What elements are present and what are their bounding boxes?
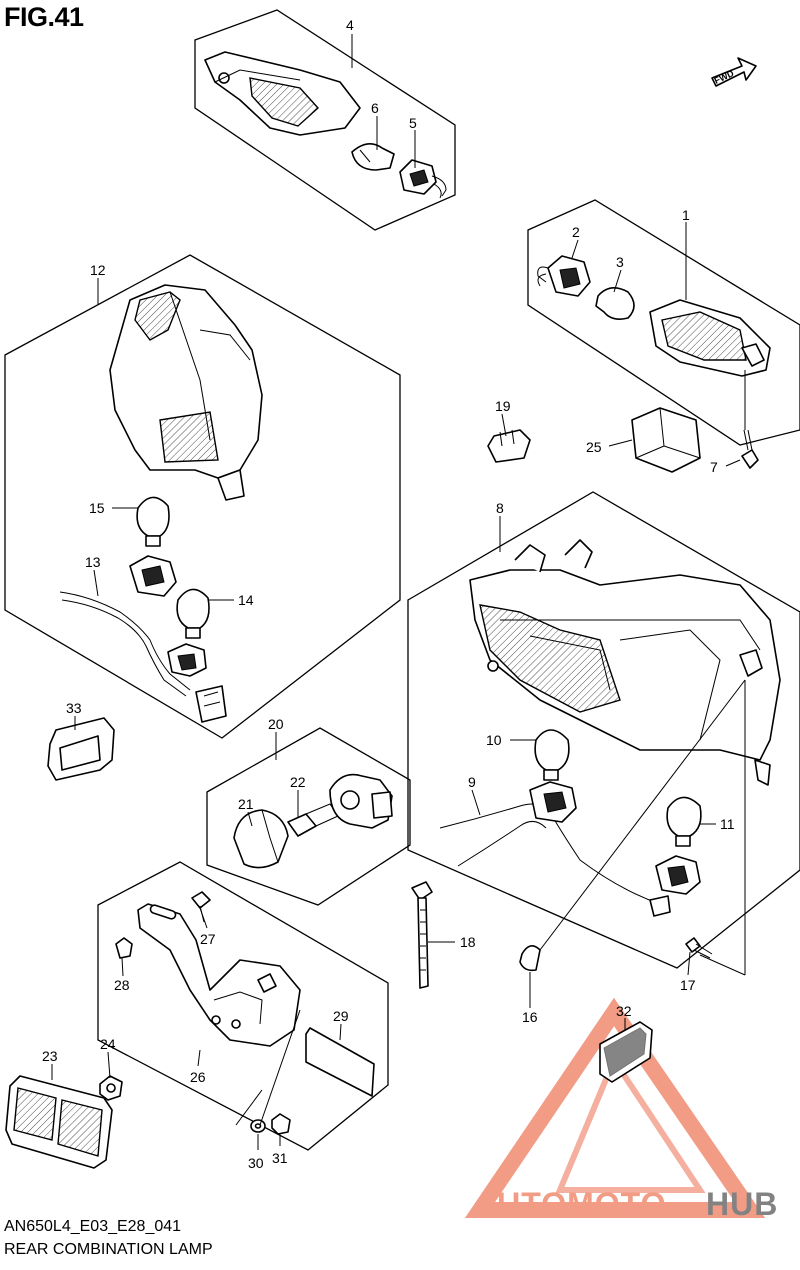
callout-5: 5: [409, 115, 417, 131]
part-21-lens-cap: [233, 809, 289, 869]
callout-8: 8: [496, 500, 504, 516]
callout-6: 6: [371, 100, 379, 116]
group-box-8: [407, 491, 800, 969]
callout-26: 26: [190, 1069, 206, 1085]
part-13-wire-harness: [59, 555, 227, 723]
part-23-reflector: [5, 1075, 113, 1169]
part-5-socket: [399, 159, 447, 199]
callout-21: 21: [238, 796, 254, 812]
part-26-bracket: [137, 903, 301, 1047]
callout-22: 22: [290, 774, 306, 790]
group-box-1: [527, 199, 800, 446]
callout-14: 14: [238, 592, 254, 608]
callout-15: 15: [89, 500, 105, 516]
callout-24: 24: [100, 1036, 116, 1052]
part-30-washer: [250, 1119, 266, 1133]
group-box-4: [194, 9, 456, 231]
part-31-nut: [271, 1113, 291, 1135]
part-12-housing: [109, 284, 263, 501]
part-10-bulb: [534, 729, 570, 781]
part-25-relay: [631, 407, 701, 473]
figure-name: REAR COMBINATION LAMP: [4, 1241, 213, 1258]
callout-1: 1: [682, 207, 690, 223]
watermark-logo: AUTOMOTO HUB: [464, 997, 778, 1222]
callout-4: 4: [346, 17, 354, 33]
watermark-text-secondary: HUB: [706, 1186, 778, 1222]
part-8-tail-lamp: [469, 539, 781, 786]
callout-32: 32: [616, 1003, 632, 1019]
callout-labels: 4 6 5 1 2 3 7 25 19 12 15 13 14 8 10 9 1…: [42, 17, 735, 1171]
callout-16: 16: [522, 1009, 538, 1025]
leader-lines: [51, 34, 746, 1150]
part-24-nut: [99, 1075, 123, 1101]
callout-25: 25: [586, 439, 602, 455]
callout-31: 31: [272, 1150, 288, 1166]
callout-17: 17: [680, 977, 696, 993]
group-box-20: [206, 727, 411, 906]
callout-28: 28: [114, 977, 130, 993]
part-32-side-reflector: [599, 1021, 653, 1083]
part-11-bulb: [666, 796, 702, 847]
part-16-grommet: [519, 945, 541, 972]
callout-2: 2: [572, 224, 580, 240]
figure-title: FIG.41: [4, 2, 84, 32]
figure-code: AN650L4_E03_E28_041: [4, 1218, 182, 1235]
part-6-bulb: [351, 143, 395, 171]
part-15-bulb: [136, 496, 170, 547]
callout-20: 20: [268, 716, 284, 732]
callout-23: 23: [42, 1048, 58, 1064]
part-9-wire-harness: [439, 781, 701, 917]
part-4-turn-lens: [204, 51, 361, 136]
part-1-turn-signal: [649, 299, 771, 377]
part-19-clip: [487, 429, 531, 463]
part-3-bulb: [595, 287, 635, 320]
part-27-bolt: [191, 891, 211, 923]
callout-13: 13: [85, 554, 101, 570]
callout-33: 33: [66, 700, 82, 716]
part-20-socket: [329, 773, 393, 829]
callout-12: 12: [90, 262, 106, 278]
group-box-26: [97, 861, 389, 1151]
part-33-pad: [47, 717, 115, 781]
part-17-screw: [685, 937, 713, 959]
part-22-wedge-bulb: [287, 803, 339, 837]
callout-18: 18: [460, 934, 476, 950]
callout-19: 19: [495, 398, 511, 414]
part-28-nut: [115, 937, 133, 959]
callout-29: 29: [333, 1008, 349, 1024]
part-14-bulb: [176, 588, 210, 639]
part-18-cable-tie: [411, 881, 433, 989]
fwd-direction-arrow: FWD: [711, 57, 757, 87]
watermark-text-primary: AUTOMOTO: [473, 1186, 666, 1222]
callout-30: 30: [248, 1155, 264, 1171]
part-7-screw: [741, 429, 759, 469]
callout-7: 7: [710, 459, 718, 475]
callout-3: 3: [616, 254, 624, 270]
callout-9: 9: [468, 774, 476, 790]
callout-11: 11: [720, 816, 735, 832]
group-box-12: [4, 254, 401, 739]
callout-27: 27: [200, 931, 216, 947]
part-2-socket: [537, 255, 591, 297]
callout-10: 10: [486, 732, 502, 748]
part-29-label: [305, 1027, 375, 1097]
